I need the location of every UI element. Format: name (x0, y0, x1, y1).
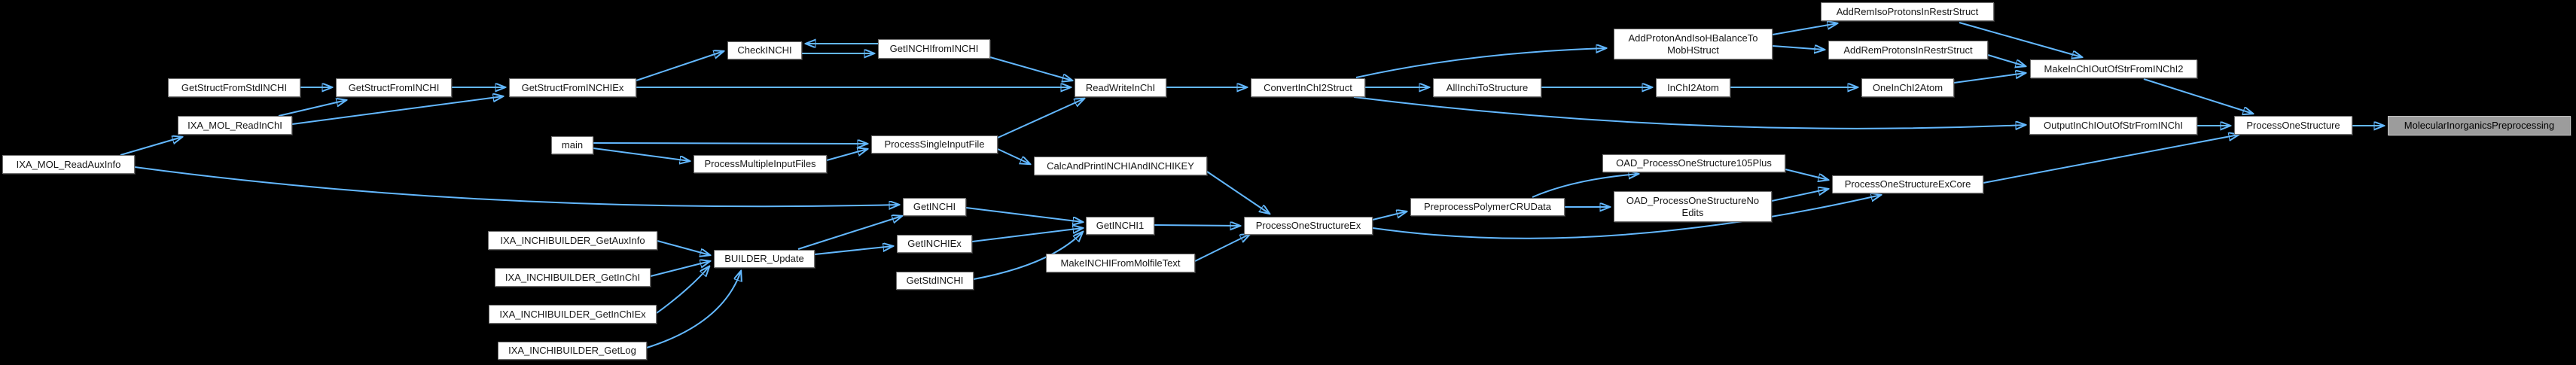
edge-OneInChI2Atom-to-MakeInChIOutOfStrFromINChI2 (1953, 73, 2026, 84)
node-GetINCHIEx[interactable]: GetINCHIEx (897, 235, 972, 253)
node-MolecularInorganicsPreprocessing: MolecularInorganicsPreprocessing (2388, 116, 2571, 135)
node-GetINCHI[interactable]: GetINCHI (903, 198, 966, 216)
edge-main-to-ProcessMultipleInputFiles (593, 148, 690, 161)
node-AddProtonAndIsoHBalanceToMobHStruct[interactable]: AddProtonAndIsoHBalanceTo MobHStruct (1614, 29, 1773, 59)
edge-ConvertInChI2Struct-to-OutputInChIOutOfStrFromINChI (1353, 96, 2026, 129)
node-IXA_INCHIBUILDER_GetInChI[interactable]: IXA_INCHIBUILDER_GetInChI (495, 268, 651, 287)
node-OutputInChIOutOfStrFromINChI[interactable]: OutputInChIOutOfStrFromINChI (2029, 117, 2197, 135)
edge-GetINCHIEx-to-GetINCHI1 (971, 228, 1083, 242)
edge-IXA_MOL_ReadAuxInfo-to-IXA_MOL_ReadInChI (120, 137, 182, 156)
node-IXA_MOL_ReadInChI[interactable]: IXA_MOL_ReadInChI (178, 116, 292, 135)
edge-ProcessSingleInputFile-to-ReadWriteInChI (997, 99, 1084, 138)
edges-group (120, 23, 2384, 348)
node-IXA_INCHIBUILDER_GetLog[interactable]: IXA_INCHIBUILDER_GetLog (498, 342, 647, 360)
node-GetStructFromINCHIEx[interactable]: GetStructFromINCHIEx (509, 78, 636, 97)
node-MakeINCHIFromMolfileText[interactable]: MakeINCHIFromMolfileText (1046, 254, 1195, 272)
edge-ProcessOneStructureEx-to-PreprocessPolymerCRUData (1372, 211, 1407, 221)
edge-ProcessMultipleInputFiles-to-ProcessSingleInputFile (826, 149, 867, 161)
edge-BUILDER_Update-to-GetINCHI (797, 216, 902, 250)
edge-ProcessOneStructureEx-to-ProcessOneStructureExCore (1372, 195, 1881, 239)
edge-GetINCHIfromINCHI-to-ReadWriteInChI (989, 56, 1072, 81)
node-CheckINCHI[interactable]: CheckINCHI (727, 41, 802, 59)
node-main[interactable]: main (551, 136, 593, 154)
edge-OAD_ProcessOneStructureNoEdits-to-ProcessOneStructureExCore (1771, 189, 1828, 202)
node-ProcessMultipleInputFiles[interactable]: ProcessMultipleInputFiles (694, 155, 827, 173)
edge-IXA_INCHIBUILDER_GetInChIEx-to-BUILDER_Update (656, 266, 709, 314)
node-IXA_MOL_ReadAuxInfo[interactable]: IXA_MOL_ReadAuxInfo (2, 155, 135, 174)
node-PreprocessPolymerCRUData[interactable]: PreprocessPolymerCRUData (1410, 198, 1565, 216)
node-GetStructFromINCHI[interactable]: GetStructFromINCHI (336, 78, 452, 97)
node-GetStructFromStdINCHI[interactable]: GetStructFromStdINCHI (168, 78, 300, 97)
node-AllInchiToStructure[interactable]: AllInchiToStructure (1433, 78, 1541, 97)
edge-BUILDER_Update-to-GetINCHIEx (814, 246, 893, 255)
edge-OAD_ProcessOneStructure105Plus-to-ProcessOneStructureExCore (1785, 169, 1828, 180)
edge-GetStdINCHI-to-GetINCHI1 (973, 232, 1083, 280)
node-ProcessSingleInputFile[interactable]: ProcessSingleInputFile (871, 135, 998, 154)
edge-main-to-ProcessSingleInputFile (593, 143, 867, 144)
edge-CalcAndPrintINCHIAndINCHIKEY-to-ProcessOneStructureEx (1206, 171, 1270, 214)
edge-ProcessOneStructureExCore-to-ProcessOneStructure (1983, 135, 2239, 184)
edge-PreprocessPolymerCRUData-to-OAD_ProcessOneStructure105Plus (1532, 174, 1639, 198)
edge-ConvertInChI2Struct-to-AddProtonAndIsoHBalanceToMobHStruct (1355, 48, 1606, 78)
edge-GetStructFromINCHIEx-to-CheckINCHI (636, 51, 724, 81)
edge-MakeInChIOutOfStrFromINChI2-to-ProcessOneStructure (2143, 78, 2253, 114)
node-CalcAndPrintINCHIAndINCHIKEY[interactable]: CalcAndPrintINCHIAndINCHIKEY (1034, 157, 1207, 175)
node-ReadWriteInChI[interactable]: ReadWriteInChI (1075, 78, 1166, 97)
node-ProcessOneStructureExCore[interactable]: ProcessOneStructureExCore (1832, 175, 1983, 193)
node-OneInChI2Atom[interactable]: OneInChI2Atom (1861, 78, 1954, 97)
node-GetINCHIfromINCHI[interactable]: GetINCHIfromINCHI (878, 39, 990, 59)
edge-AddProtonAndIsoHBalanceToMobHStruct-to-AddRemIsoProtonsInRestrStruct (1772, 23, 1837, 35)
node-ProcessOneStructure[interactable]: ProcessOneStructure (2234, 116, 2352, 135)
edge-AddProtonAndIsoHBalanceToMobHStruct-to-AddRemProtonsInRestrStruct (1772, 46, 1825, 50)
node-AddRemProtonsInRestrStruct[interactable]: AddRemProtonsInRestrStruct (1828, 41, 1988, 59)
edge-ProcessSingleInputFile-to-CalcAndPrintINCHIAndINCHIKEY (997, 148, 1030, 164)
edge-GetINCHI-to-GetINCHI1 (965, 207, 1083, 222)
edge-MakeINCHIFromMolfileText-to-ProcessOneStructureEx (1194, 234, 1250, 262)
node-BUILDER_Update[interactable]: BUILDER_Update (714, 250, 815, 268)
node-OAD_ProcessOneStructure105Plus[interactable]: OAD_ProcessOneStructure105Plus (1602, 154, 1785, 172)
node-IXA_INCHIBUILDER_GetInChIEx[interactable]: IXA_INCHIBUILDER_GetInChIEx (489, 305, 657, 324)
edge-IXA_MOL_ReadInChI-to-GetStructFromINCHI (278, 100, 346, 117)
edge-IXA_INCHIBUILDER_GetLog-to-BUILDER_Update (646, 271, 741, 348)
node-GetStdINCHI[interactable]: GetStdINCHI (896, 272, 974, 290)
edge-IXA_MOL_ReadInChI-to-GetStructFromINCHIEx (291, 96, 503, 125)
edge-IXA_INCHIBUILDER_GetInChI-to-BUILDER_Update (650, 261, 710, 277)
node-ConvertInChI2Struct[interactable]: ConvertInChI2Struct (1251, 78, 1365, 97)
edge-GetINCHI1-to-ProcessOneStructureEx (1154, 225, 1240, 226)
node-GetINCHI1[interactable]: GetINCHI1 (1086, 217, 1154, 235)
node-AddRemIsoProtonsInRestrStruct[interactable]: AddRemIsoProtonsInRestrStruct (1821, 2, 1994, 21)
edge-IXA_INCHIBUILDER_GetAuxInfo-to-BUILDER_Update (657, 240, 710, 255)
edge-IXA_MOL_ReadAuxInfo-to-GetINCHI (134, 166, 899, 206)
node-IXA_INCHIBUILDER_GetAuxInfo[interactable]: IXA_INCHIBUILDER_GetAuxInfo (488, 231, 657, 250)
node-MakeInChIOutOfStrFromINChI2[interactable]: MakeInChIOutOfStrFromINChI2 (2030, 59, 2197, 78)
edge-AddRemProtonsInRestrStruct-to-MakeInChIOutOfStrFromINChI2 (1987, 54, 2026, 66)
edge-AddRemIsoProtonsInRestrStruct-to-MakeInChIOutOfStrFromINChI2 (1959, 22, 2082, 57)
node-InChI2Atom[interactable]: InChI2Atom (1656, 78, 1730, 97)
node-OAD_ProcessOneStructureNoEdits[interactable]: OAD_ProcessOneStructureNo Edits (1614, 191, 1772, 222)
node-ProcessOneStructureEx[interactable]: ProcessOneStructureEx (1244, 217, 1373, 235)
